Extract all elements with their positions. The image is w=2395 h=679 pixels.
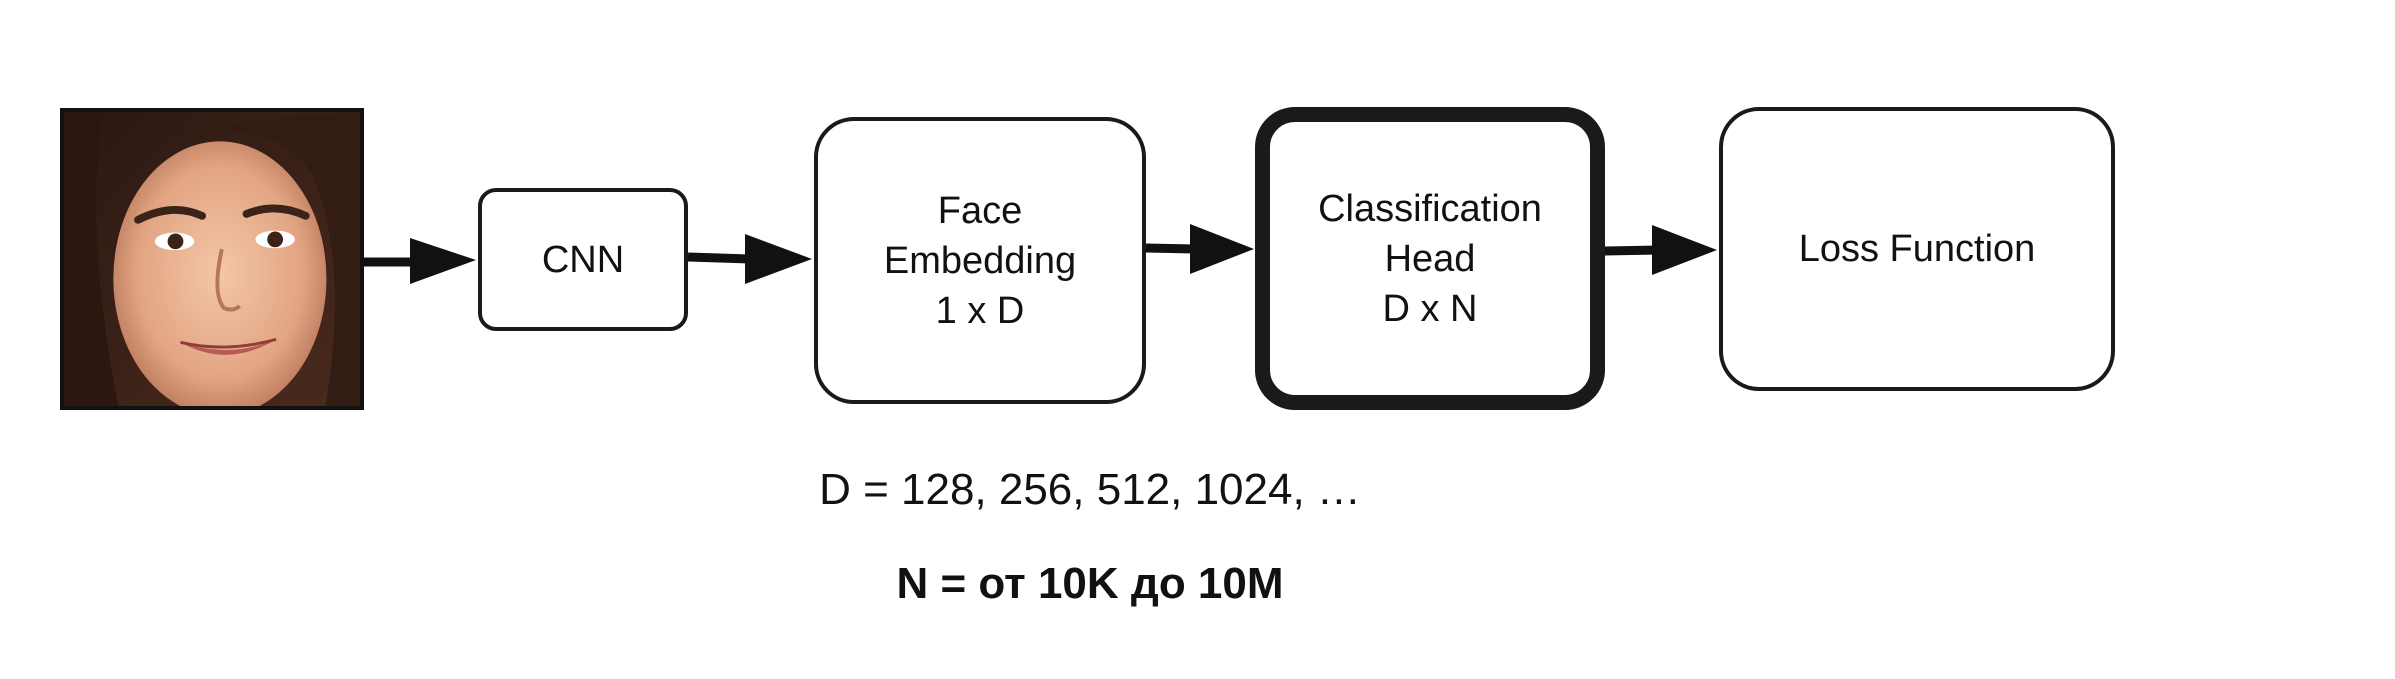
- embedding-label-line1: Face: [937, 189, 1023, 232]
- d-values-note: D = 128, 256, 512, 1024, …: [819, 465, 1361, 514]
- head-label-line2: Head: [1384, 237, 1476, 280]
- head-dims: D x N: [1382, 287, 1478, 330]
- n-values-note: N = от 10K до 10M: [896, 559, 1284, 608]
- edge-cnn-to-embedding: [687, 234, 812, 284]
- classification-head-node: Classification Head D x N: [1255, 107, 1605, 410]
- face-embedding-node: Face Embedding 1 x D: [814, 117, 1146, 404]
- head-label-line1: Classification: [1318, 187, 1542, 230]
- edge-photo-to-cnn: [364, 238, 476, 284]
- edge-head-to-loss: [1604, 225, 1717, 275]
- embedding-label-line2: Embedding: [883, 239, 1077, 282]
- edge-embedding-to-head: [1145, 224, 1254, 274]
- face-photo-icon: [60, 108, 364, 410]
- embedding-dims: 1 x D: [935, 289, 1025, 332]
- loss-function-node: Loss Function: [1719, 107, 2115, 391]
- cnn-node: CNN: [478, 188, 688, 331]
- loss-label: Loss Function: [1798, 228, 2036, 270]
- cnn-label: CNN: [541, 238, 625, 281]
